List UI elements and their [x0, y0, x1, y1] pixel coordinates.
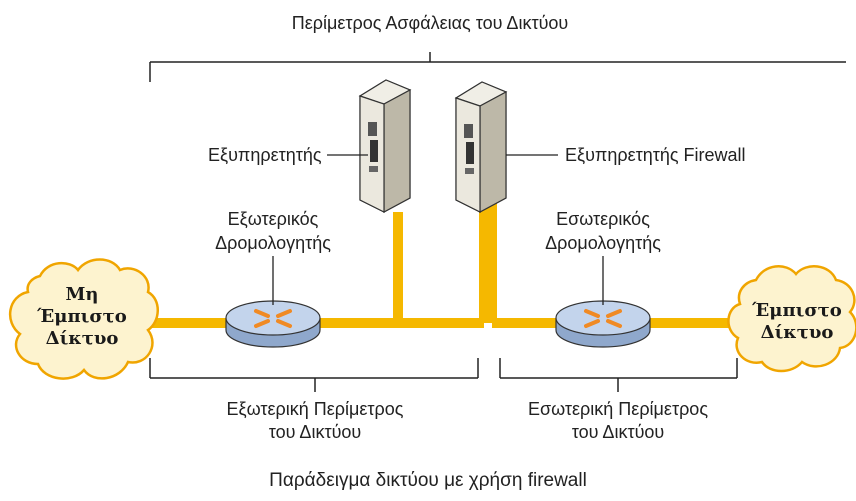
perimeter-brackets [149, 358, 738, 392]
external-router-label-line1: Εξωτερικός [227, 209, 319, 229]
internal-router-icon [555, 300, 651, 348]
untrusted-network-label-line1: Μη [65, 284, 99, 305]
internal-perimeter-label-line1: Εσωτερική Περίμετρος [528, 399, 708, 419]
security-perimeter-bracket [149, 52, 846, 82]
trusted-network-cloud-icon [727, 265, 856, 373]
untrusted-network-cloud-icon [8, 258, 159, 380]
trusted-network-label-line1: Έμπιστο [752, 300, 842, 321]
security-perimeter-label: Περίμετρος Ασφάλειας του Δικτύου [291, 13, 569, 33]
server-tower-icon [358, 79, 412, 214]
internal-router-label-line1: Εσωτερικός [556, 209, 650, 229]
external-router-label-line2: Δρομολογητής [215, 233, 331, 253]
untrusted-network-label-line3: Δίκτυο [45, 328, 119, 349]
external-perimeter-label-line2: του Δικτύου [268, 422, 362, 442]
untrusted-network-label-line2: Έμπιστο [37, 306, 127, 327]
internal-perimeter-label-line2: του Δικτύου [571, 422, 665, 442]
internal-router-label-line2: Δρομολογητής [545, 233, 661, 253]
trusted-network-label-line2: Δίκτυο [760, 322, 834, 343]
firewall-server-label: Εξυπηρετητής Firewall [565, 145, 746, 165]
external-router-icon [225, 300, 321, 348]
external-perimeter-label-line1: Εξωτερική Περίμετρος [226, 399, 404, 419]
server-label: Εξυπηρετητής [208, 145, 322, 165]
network-cables [148, 200, 740, 328]
figure-caption: Παράδειγμα δικτύου με χρήση firewall [269, 470, 587, 491]
callout-lines [272, 154, 604, 305]
firewall-server-icon [454, 81, 508, 214]
